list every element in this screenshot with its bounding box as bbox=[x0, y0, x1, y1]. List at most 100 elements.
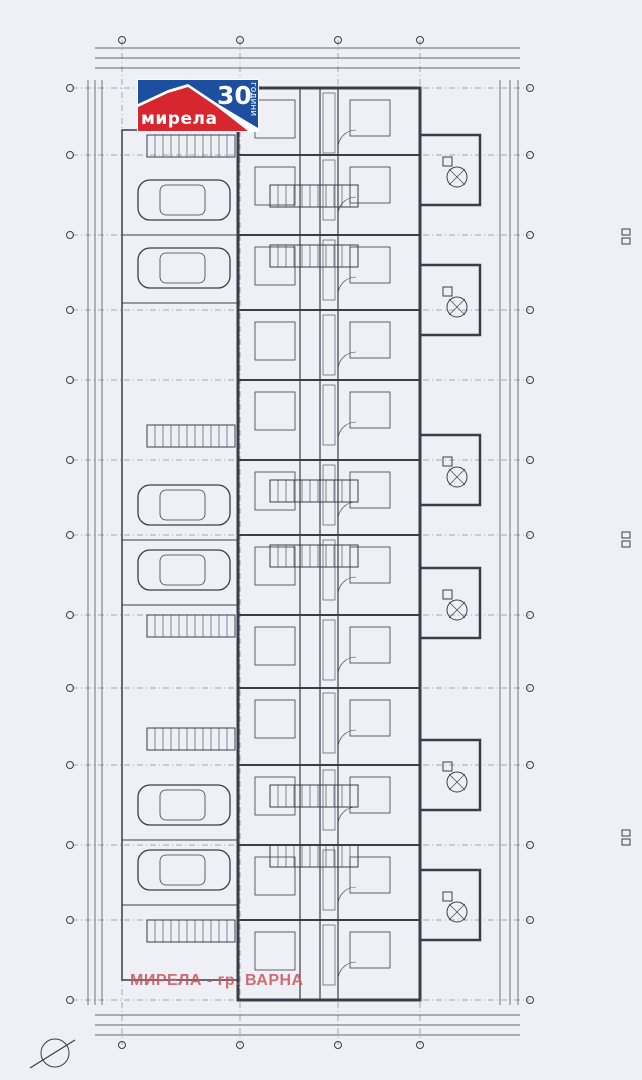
patio-table bbox=[446, 599, 468, 621]
axis-bubble bbox=[334, 1041, 342, 1049]
axis-bubble bbox=[66, 306, 74, 314]
logo-brand: мирела bbox=[141, 109, 218, 129]
car-roof bbox=[159, 854, 206, 886]
axis-bubble bbox=[66, 996, 74, 1004]
stair bbox=[146, 919, 236, 943]
door-swing bbox=[337, 196, 357, 216]
logo-number: 30 bbox=[217, 81, 252, 110]
north-arrow-icon bbox=[29, 1039, 76, 1069]
door-swing bbox=[337, 806, 357, 826]
stair bbox=[146, 134, 236, 158]
door-swing bbox=[337, 656, 357, 676]
axis-bubble bbox=[526, 456, 534, 464]
patio bbox=[418, 566, 482, 640]
door-swing bbox=[337, 421, 357, 441]
axis-bubble bbox=[526, 841, 534, 849]
patio-chair bbox=[442, 456, 453, 467]
axis-bubble bbox=[526, 231, 534, 239]
patio-chair bbox=[442, 891, 453, 902]
mirela-logo: мирела 30 години bbox=[137, 79, 259, 132]
car bbox=[137, 784, 231, 826]
stair bbox=[146, 424, 236, 448]
patio-table-line bbox=[448, 773, 466, 791]
car-roof bbox=[159, 489, 206, 521]
axis-bubble bbox=[236, 36, 244, 44]
axis-bubble bbox=[334, 36, 342, 44]
section-marker bbox=[621, 540, 631, 548]
stair bbox=[269, 479, 359, 503]
bed bbox=[349, 99, 391, 137]
patio-table-line bbox=[448, 903, 466, 921]
door-swing bbox=[337, 129, 357, 149]
axis-bubble bbox=[236, 1041, 244, 1049]
car bbox=[137, 179, 231, 221]
building-outline bbox=[236, 86, 422, 1002]
patio bbox=[418, 133, 482, 207]
wardrobe bbox=[322, 849, 336, 911]
stair bbox=[146, 614, 236, 638]
wardrobe bbox=[322, 159, 336, 221]
patio-table-line bbox=[448, 468, 466, 486]
patio-table bbox=[446, 901, 468, 923]
wardrobe bbox=[322, 924, 336, 986]
patio bbox=[418, 738, 482, 812]
section-marker bbox=[621, 531, 631, 539]
patio-chair bbox=[442, 156, 453, 167]
door-swing bbox=[337, 961, 357, 981]
stair bbox=[269, 244, 359, 268]
car-roof bbox=[159, 184, 206, 216]
wardrobe bbox=[322, 314, 336, 376]
bed bbox=[349, 931, 391, 969]
door-swing bbox=[337, 886, 357, 906]
car-roof bbox=[159, 789, 206, 821]
axis-bubble bbox=[66, 151, 74, 159]
bed bbox=[349, 626, 391, 664]
patio-table bbox=[446, 466, 468, 488]
car bbox=[137, 549, 231, 591]
axis-bubble bbox=[66, 761, 74, 769]
bed bbox=[254, 391, 296, 431]
patio-chair bbox=[442, 589, 453, 600]
stair bbox=[146, 727, 236, 751]
patio-chair bbox=[442, 286, 453, 297]
wardrobe bbox=[322, 239, 336, 301]
door-swing bbox=[337, 729, 357, 749]
axis-bubble bbox=[526, 376, 534, 384]
stair bbox=[269, 544, 359, 568]
axis-bubble bbox=[66, 841, 74, 849]
stair bbox=[269, 184, 359, 208]
wardrobe bbox=[322, 619, 336, 681]
section-marker bbox=[621, 237, 631, 245]
bed bbox=[254, 166, 296, 206]
patio-table bbox=[446, 296, 468, 318]
patio-table-line bbox=[448, 168, 466, 186]
wardrobe bbox=[322, 92, 336, 154]
axis-bubble bbox=[526, 996, 534, 1004]
patio bbox=[418, 868, 482, 942]
bed bbox=[254, 246, 296, 286]
bed bbox=[254, 99, 296, 139]
wardrobe bbox=[322, 692, 336, 754]
bed bbox=[254, 931, 296, 971]
axis-bubble bbox=[526, 306, 534, 314]
stair bbox=[269, 784, 359, 808]
door-swing bbox=[337, 351, 357, 371]
bed bbox=[254, 626, 296, 666]
stair bbox=[269, 844, 359, 868]
axis-bubble bbox=[66, 84, 74, 92]
patio-table bbox=[446, 166, 468, 188]
bed bbox=[349, 471, 391, 509]
axis-bubble bbox=[66, 916, 74, 924]
bed bbox=[349, 246, 391, 284]
patio-table-line bbox=[448, 298, 466, 316]
logo-years: години bbox=[248, 82, 258, 117]
north-arrow-icon bbox=[40, 1038, 70, 1068]
axis-bubble bbox=[66, 531, 74, 539]
axis-bubble bbox=[66, 456, 74, 464]
bed bbox=[254, 321, 296, 361]
axis-bubble bbox=[526, 761, 534, 769]
bed bbox=[349, 699, 391, 737]
mountain-icon bbox=[138, 84, 258, 131]
car-roof bbox=[159, 252, 206, 284]
section-marker bbox=[621, 838, 631, 846]
